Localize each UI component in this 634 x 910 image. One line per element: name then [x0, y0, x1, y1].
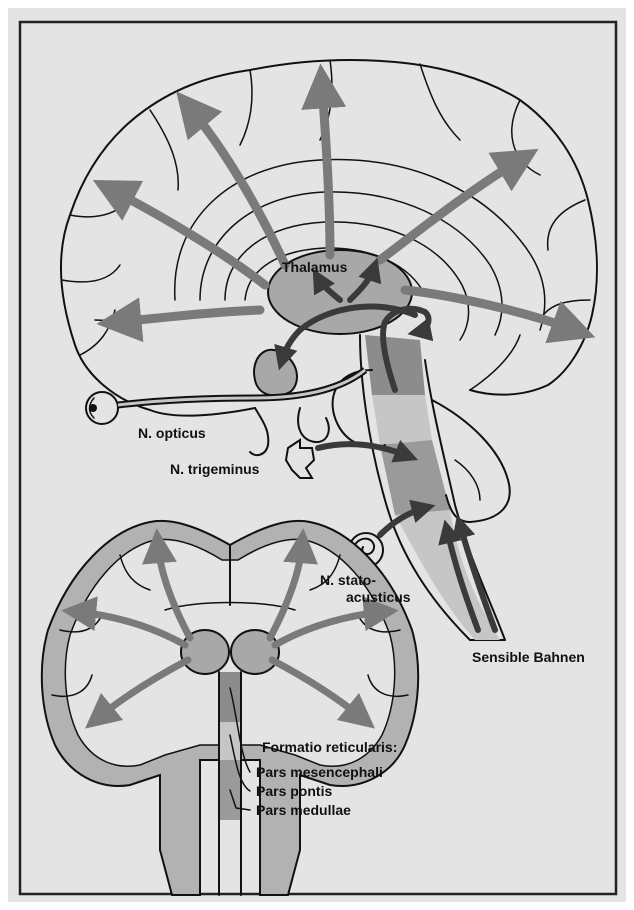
label-pars-mesencephali: Pars mesencephali [256, 764, 383, 780]
eye-icon [86, 392, 118, 424]
label-trigeminus: N. trigeminus [170, 461, 260, 477]
label-stato-1: N. stato- [320, 572, 376, 588]
label-pars-medullae: Pars medullae [256, 802, 351, 818]
label-pars-pontis: Pars pontis [256, 783, 332, 799]
coronal-brainstem-mes [219, 672, 241, 722]
label-sensible: Sensible Bahnen [472, 649, 585, 665]
label-thalamus: Thalamus [282, 259, 348, 275]
label-stato-2: acusticus [346, 589, 411, 605]
label-formatio: Formatio reticularis: [262, 739, 397, 755]
label-opticus: N. opticus [138, 425, 206, 441]
brainstem-pons [372, 395, 432, 445]
